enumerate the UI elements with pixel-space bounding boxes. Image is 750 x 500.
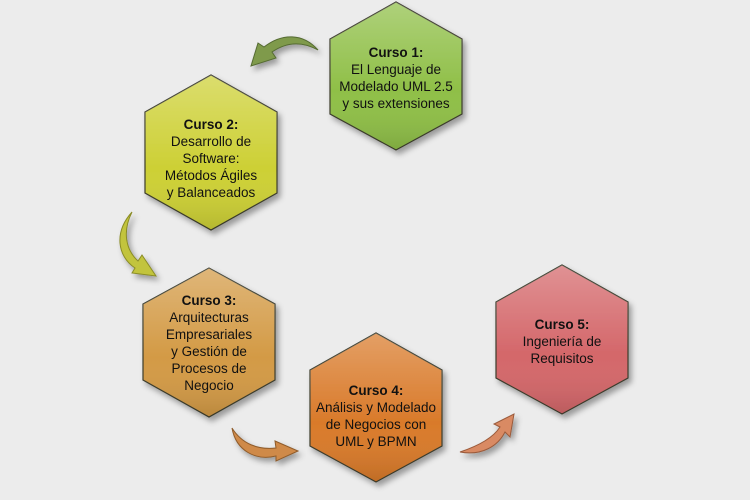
curso-1-title: Curso 1:: [368, 45, 424, 60]
curso-3-line: Procesos de: [171, 361, 247, 376]
curso-3-title: Curso 3:: [181, 293, 237, 308]
curso-3-line: Arquitecturas: [169, 310, 249, 325]
arrow-curso-1-to-2: [250, 36, 319, 67]
curso-1-line: El Lenguaje de: [350, 62, 442, 77]
curso-3-line: y Gestión de: [171, 344, 247, 359]
curso-4-line: Análisis y Modelado: [315, 400, 437, 415]
arrow-curso-4-to-5: [459, 413, 515, 454]
arrow-curso-2-to-3: [119, 211, 158, 277]
curso-4-label: Curso 4: Análisis y Modelado de Negocios…: [300, 382, 452, 450]
curso-1-line: Modelado UML 2.5: [339, 79, 453, 94]
hexagon-curso-5: [495, 264, 629, 415]
curso-3-line: Empresariales: [165, 327, 253, 342]
hexagon-curso-2: [144, 74, 278, 231]
curso-1-label: Curso 1: El Lenguaje de Modelado UML 2.5…: [320, 44, 472, 112]
curso-5-line: Requisitos: [530, 351, 594, 366]
curso-2-line: y Balanceados: [166, 185, 256, 200]
curso-2-line: Software:: [182, 151, 240, 166]
hexagon-curso-1: [329, 1, 463, 151]
curso-4-title: Curso 4:: [348, 383, 404, 398]
curso-4-line: UML y BPMN: [335, 434, 417, 449]
hexagon-curso-4: [309, 332, 443, 483]
curso-2-line: Desarrollo de: [170, 134, 252, 149]
curso-1-line: y sus extensiones: [342, 96, 450, 111]
curso-4-line: de Negocios con: [325, 417, 427, 432]
curso-3-label: Curso 3: Arquitecturas Empresariales y G…: [133, 292, 285, 394]
curso-3-line: Negocio: [184, 378, 234, 393]
curso-2-line: Métodos Ágiles: [164, 168, 258, 183]
curso-5-title: Curso 5:: [534, 317, 590, 332]
curso-5-label: Curso 5: Ingeniería de Requisitos: [486, 316, 638, 367]
hexagon-curso-3: [142, 267, 276, 418]
curso-5-line: Ingeniería de: [522, 334, 602, 349]
curso-2-label: Curso 2: Desarrollo de Software: Métodos…: [135, 116, 287, 201]
curso-2-title: Curso 2:: [183, 117, 239, 132]
arrow-curso-3-to-4: [231, 427, 300, 462]
